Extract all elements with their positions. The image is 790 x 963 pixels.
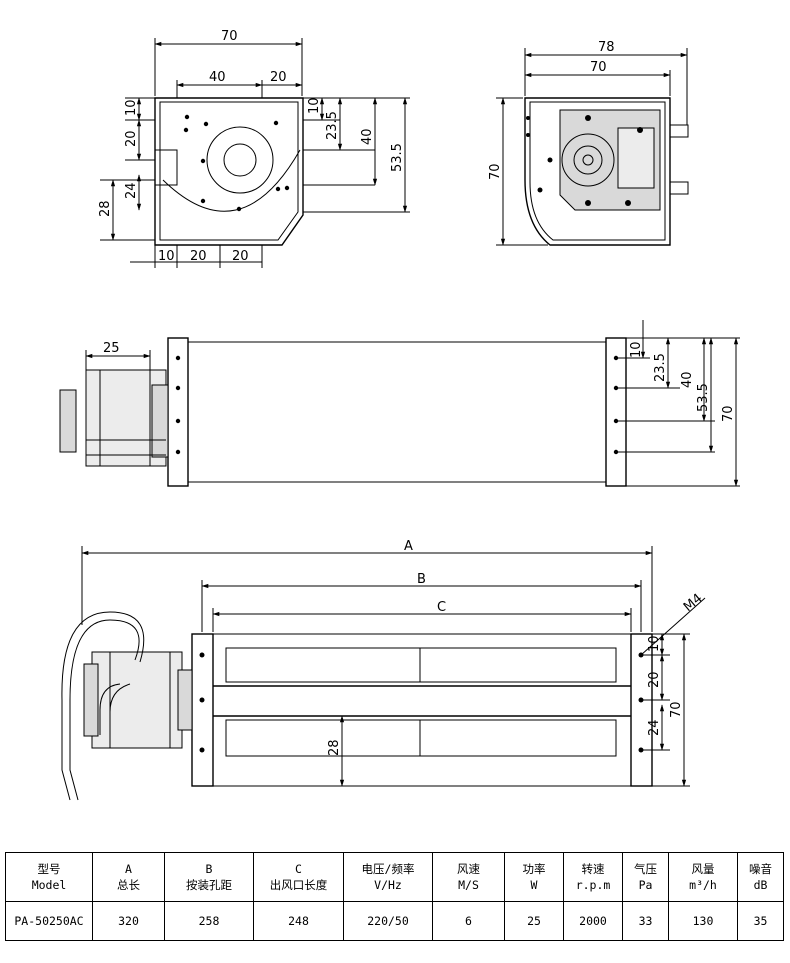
front-view: 70 40 20 10 23.5 40 53.5 10 20 24 28 10 … bbox=[98, 29, 410, 268]
side-view: 78 70 70 bbox=[488, 40, 689, 246]
dim-label: A bbox=[404, 539, 413, 554]
dim-label: 28 bbox=[327, 739, 342, 756]
dim-label: 10 bbox=[647, 635, 662, 652]
table-cell: 258 bbox=[164, 901, 254, 941]
dim-label: 10 bbox=[307, 97, 322, 114]
table-cell: 130 bbox=[668, 901, 738, 941]
table-cell: 248 bbox=[253, 901, 344, 941]
dim-label: 24 bbox=[647, 719, 662, 736]
dim-label: 70 bbox=[488, 163, 503, 180]
dim-label: 20 bbox=[190, 249, 207, 264]
dim-label: 10 bbox=[629, 341, 644, 358]
dim-label: 40 bbox=[209, 70, 226, 85]
dim-label: C bbox=[437, 600, 446, 615]
table-cell: 2000 bbox=[563, 901, 623, 941]
dim-label: 20 bbox=[232, 249, 249, 264]
dim-label: 10 bbox=[124, 99, 139, 116]
dim-label: 53.5 bbox=[696, 383, 711, 412]
table-cell: 35 bbox=[737, 901, 784, 941]
dim-label: 28 bbox=[98, 200, 113, 217]
dim-label: 23.5 bbox=[325, 111, 340, 140]
dim-label: 24 bbox=[124, 182, 139, 199]
dim-label: B bbox=[417, 572, 426, 587]
dim-label: 70 bbox=[669, 701, 684, 718]
technical-drawing: 70 40 20 10 23.5 40 53.5 10 20 24 28 10 … bbox=[59, 29, 740, 801]
dim-label: 78 bbox=[598, 40, 615, 55]
dim-label: 70 bbox=[721, 405, 736, 422]
table-cell: 6 bbox=[432, 901, 505, 941]
dim-label: 20 bbox=[270, 70, 287, 85]
dim-label: 70 bbox=[221, 29, 238, 44]
dim-label: 20 bbox=[647, 671, 662, 688]
dim-label: 53.5 bbox=[390, 143, 405, 172]
table-cell: PA-50250AC bbox=[5, 901, 93, 941]
table-cell: 25 bbox=[504, 901, 564, 941]
dim-label: 40 bbox=[360, 128, 375, 145]
dim-label: 10 bbox=[158, 249, 175, 264]
dim-label: 23.5 bbox=[653, 353, 668, 382]
dim-label: 25 bbox=[103, 341, 120, 356]
dim-label: M4 bbox=[681, 591, 706, 615]
table-cell: 320 bbox=[92, 901, 165, 941]
bottom-view: A B C M4 10 20 70 24 28 bbox=[61, 539, 706, 801]
dim-label: 70 bbox=[590, 60, 607, 75]
dim-label: 20 bbox=[124, 130, 139, 147]
top-view: 25 10 23.5 40 53.5 70 bbox=[59, 320, 740, 487]
table-cell: 220/50 bbox=[343, 901, 433, 941]
dim-label: 40 bbox=[680, 371, 695, 388]
table-cell: 33 bbox=[622, 901, 669, 941]
table-row: PA-50250AC 320 258 248 220/50 6 25 2000 … bbox=[5, 901, 784, 941]
